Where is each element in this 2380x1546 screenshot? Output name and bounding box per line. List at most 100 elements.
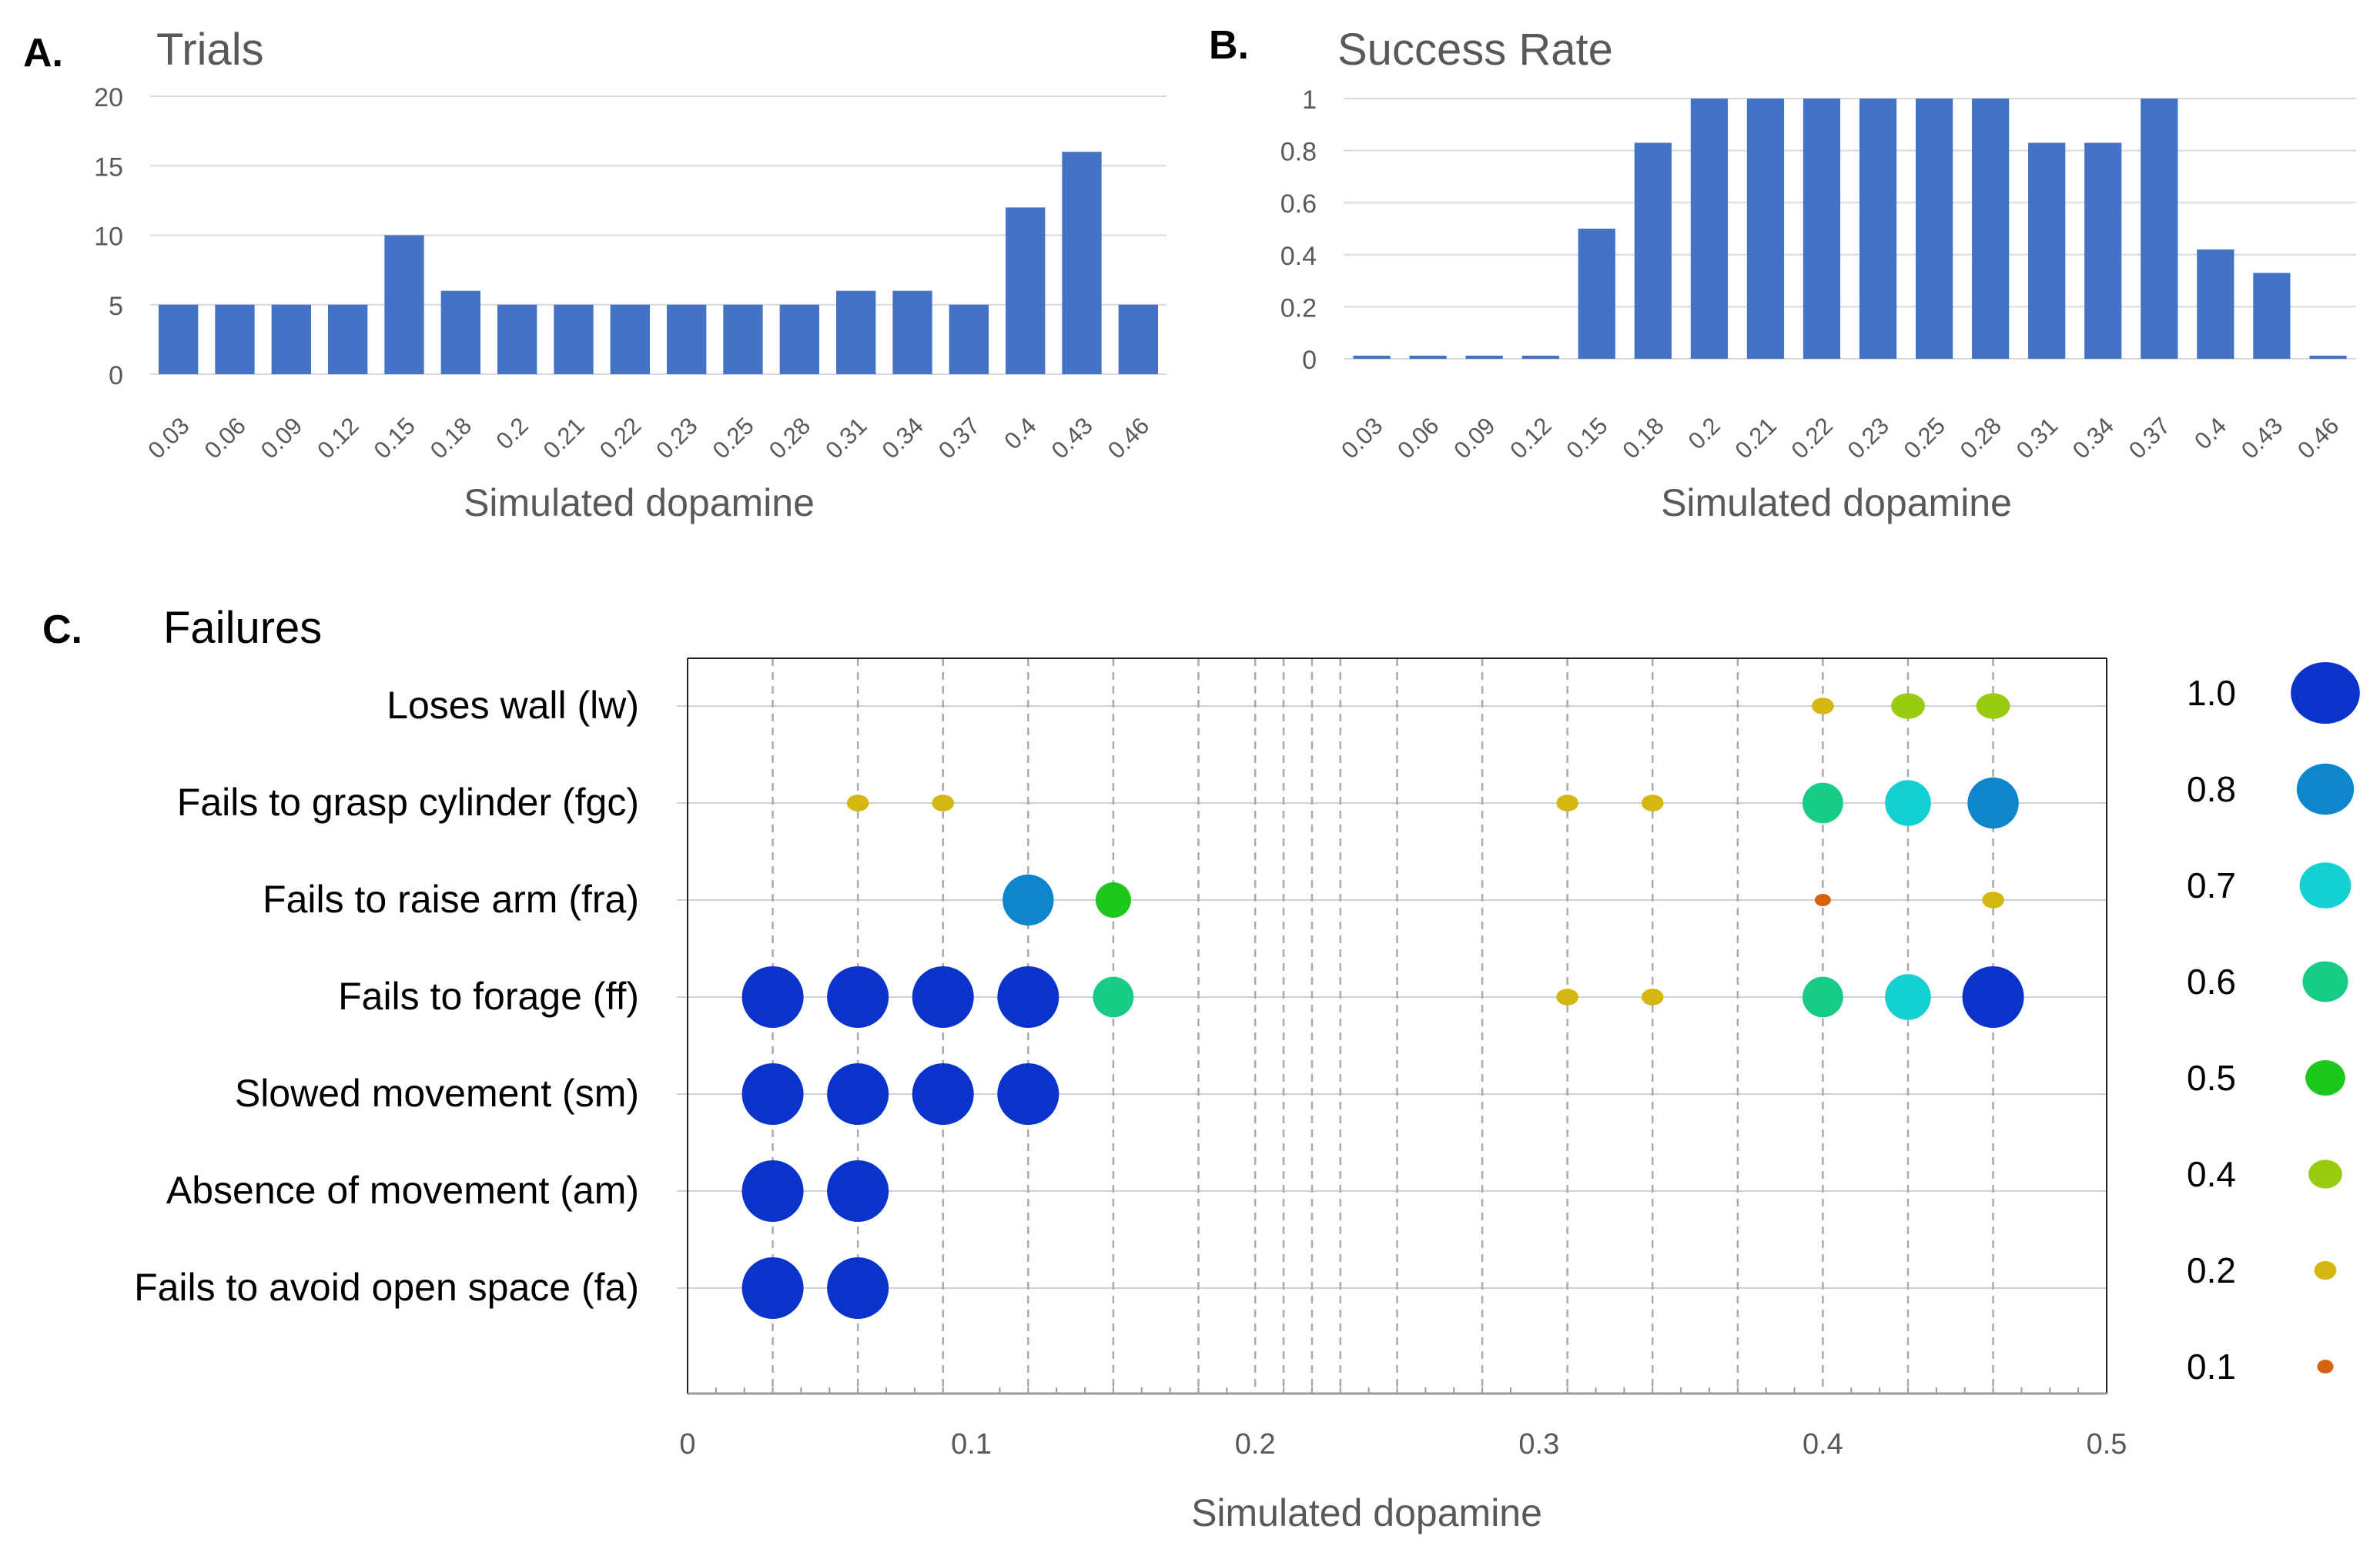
bar [836, 290, 876, 374]
x-tick-label: 0.09 [1448, 412, 1500, 463]
panel-c-letter: C. [42, 607, 82, 652]
x-tick-label: 0.23 [651, 412, 702, 463]
y-tick-label: 0 [1302, 346, 1317, 375]
bar [1634, 142, 1672, 359]
x-tick-label: 0.2 [1235, 1428, 1276, 1461]
legend-swatch [2299, 862, 2352, 909]
y-tick-label: 10 [94, 223, 123, 252]
y-tick-label: 1 [1302, 85, 1317, 115]
bubble-point [1803, 976, 1843, 1018]
bubble-point [1093, 976, 1134, 1018]
bar [1353, 356, 1391, 359]
bar [2084, 142, 2122, 359]
bubble-point [932, 795, 955, 811]
row-label: Fails to avoid open space (fa) [134, 1266, 639, 1309]
panel-a-letter: A. [23, 31, 63, 75]
legend-swatch [2302, 961, 2348, 1002]
y-tick-label: 0 [109, 361, 123, 390]
x-tick-label: 0.15 [1561, 412, 1612, 463]
x-tick-label: 0.15 [369, 412, 420, 463]
legend-swatch [2305, 1060, 2345, 1096]
bubble-point [741, 966, 804, 1028]
bubble-point [1885, 780, 1931, 826]
bar [2309, 356, 2347, 359]
row-label: Slowed movement (sm) [235, 1072, 639, 1115]
x-tick-label: 0.12 [312, 412, 363, 463]
row-label: Fails to grasp cylinder (fgc) [177, 781, 639, 824]
y-tick-label: 20 [94, 83, 123, 112]
bubble-point [912, 966, 974, 1028]
y-tick-label: 0.6 [1280, 189, 1317, 219]
x-tick-label: 0.22 [1786, 412, 1838, 463]
bubble-point [741, 1257, 804, 1319]
x-tick-label: 0.03 [1336, 412, 1387, 463]
x-tick-label: 0.22 [594, 412, 646, 463]
x-tick-label: 0.34 [877, 412, 929, 463]
bubble-point [997, 966, 1059, 1028]
x-tick-label: 0.37 [933, 412, 985, 463]
bubble-point [1812, 698, 1834, 714]
panel-c-title: Failures [163, 603, 322, 653]
bar [2197, 249, 2234, 359]
x-tick-label: 0.31 [2011, 412, 2063, 463]
bar [1465, 356, 1503, 359]
x-tick-label: 0 [679, 1428, 695, 1461]
bubble-point [827, 1160, 889, 1222]
bubble-point [1003, 874, 1054, 926]
legend-swatch [2308, 1160, 2342, 1189]
x-tick-label: 0.5 [2087, 1428, 2127, 1461]
bar [215, 304, 255, 374]
bar [1859, 99, 1897, 359]
bar [554, 304, 594, 374]
bar [1915, 99, 1953, 359]
bubble-point [1803, 782, 1843, 824]
bubble-point [1982, 892, 2004, 909]
bubble-point [912, 1063, 974, 1125]
bar [723, 304, 763, 374]
x-tick-label: 0.21 [1729, 412, 1781, 463]
x-tick-label: 0.25 [708, 412, 759, 463]
x-tick-label: 0.2 [1683, 412, 1726, 454]
bubble-point [1556, 795, 1578, 811]
bar [1746, 99, 1785, 359]
bubble-point [1967, 777, 2019, 829]
x-tick-label: 0.18 [425, 412, 477, 463]
x-tick-label: 0.34 [2067, 412, 2119, 463]
panel-c-legend: 1.00.80.70.60.50.40.20.1 [2187, 662, 2360, 1387]
row-label: Absence of movement (am) [166, 1169, 639, 1212]
x-tick-label: 0.46 [1103, 412, 1154, 463]
legend-label: 0.2 [2187, 1250, 2236, 1290]
row-label: Loses wall (lw) [387, 684, 639, 727]
panel-b-gridlines [1344, 98, 2356, 360]
x-tick-label: 0.18 [1617, 412, 1669, 463]
x-tick-label: 0.1 [951, 1428, 992, 1461]
legend-swatch [2291, 662, 2360, 724]
bubble-point [1885, 974, 1931, 1020]
bar [2141, 99, 2178, 359]
bar [2028, 142, 2066, 359]
bar [779, 304, 819, 374]
bar [1521, 356, 1559, 359]
legend-label: 0.5 [2187, 1058, 2236, 1098]
x-tick-label: 0.12 [1505, 412, 1556, 463]
bubble-point [827, 1257, 889, 1319]
bar [1803, 99, 1841, 359]
legend-swatch [2317, 1360, 2334, 1374]
x-tick-label: 0.46 [2292, 412, 2344, 463]
row-label: Fails to forage (ff) [338, 975, 639, 1018]
bubble-point [1556, 989, 1578, 1006]
bar [440, 290, 480, 374]
bar [1118, 304, 1158, 374]
x-tick-label: 0.06 [1392, 412, 1444, 463]
row-label: Fails to raise arm (fra) [263, 878, 639, 921]
panel-c-points [741, 693, 2024, 1319]
bubble-point [1891, 693, 1925, 719]
x-tick-label: 0.2 [490, 412, 533, 454]
panel-a-x-axis-title: Simulated dopamine [464, 481, 815, 524]
panel-a-gridlines [150, 95, 1167, 375]
panel-b-bars [1353, 99, 2347, 359]
panel-c-plot-frame [687, 658, 2107, 1395]
